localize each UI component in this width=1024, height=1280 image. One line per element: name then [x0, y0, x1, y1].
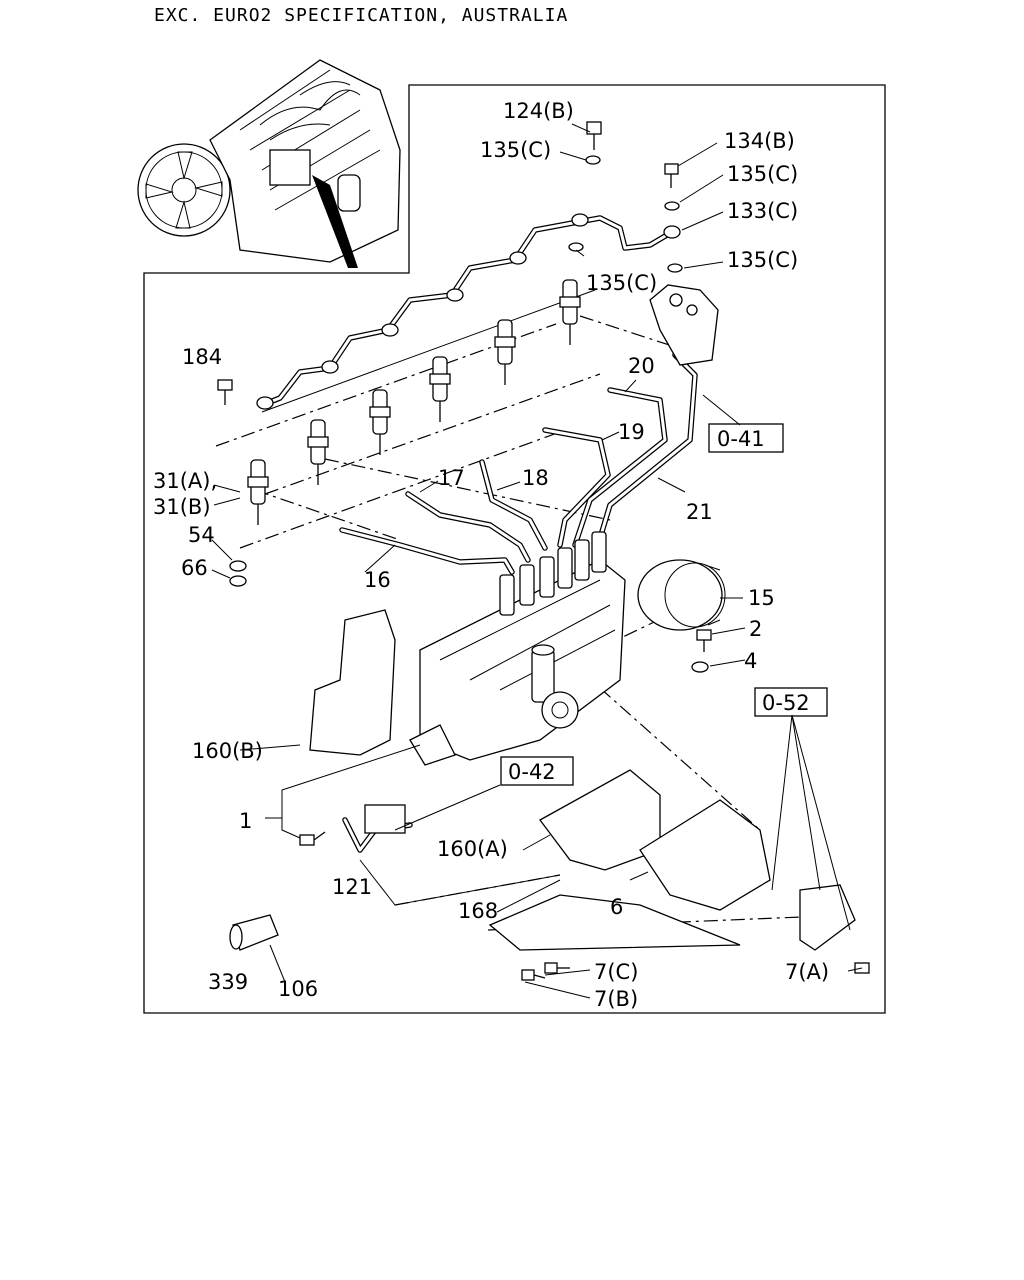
- svg-text:0-52: 0-52: [762, 691, 810, 715]
- label-21: 21: [686, 500, 713, 524]
- bolt-134b: [664, 163, 679, 188]
- label-4: 4: [744, 649, 757, 673]
- injection-pump: [409, 531, 626, 766]
- diagram-frame: [143, 84, 886, 1014]
- label-17: 17: [438, 466, 465, 490]
- label-184: 184: [182, 345, 222, 369]
- bolt-7b: [521, 969, 546, 981]
- part-labels: 124(B) 135(C) 134(B) 135(C) 133(C) 135(C…: [153, 99, 829, 1011]
- ref-box-0-52: 0-52: [754, 687, 828, 717]
- label-160a: 160(A): [437, 837, 508, 861]
- washer-135c-2: [664, 201, 680, 211]
- washer-66: [229, 575, 247, 587]
- svg-text:0-42: 0-42: [508, 760, 556, 784]
- label-168: 168: [458, 899, 498, 923]
- label-31b: 31(B): [153, 495, 211, 519]
- bracket-6: [639, 799, 771, 911]
- bracket-168: [488, 894, 741, 951]
- pointer-arrow: [312, 175, 358, 268]
- bolt-184: [217, 379, 233, 405]
- engine-overview-inset: [137, 59, 401, 268]
- label-339: 339: [208, 970, 248, 994]
- cover-160b: [309, 609, 396, 756]
- label-15: 15: [748, 586, 775, 610]
- label-1: 1: [239, 809, 252, 833]
- sleeve-339: [229, 914, 279, 951]
- svg-text:0-41: 0-41: [717, 427, 765, 451]
- ref-box-0-42: 0-42: [500, 756, 574, 786]
- label-31a: 31(A),: [153, 469, 217, 493]
- label-2: 2: [749, 617, 762, 641]
- label-135c-3: 135(C): [727, 248, 798, 272]
- washer-135c-4: [568, 242, 584, 252]
- label-16: 16: [364, 568, 391, 592]
- label-124b: 124(B): [503, 99, 574, 123]
- bolt-7c: [544, 962, 570, 974]
- label-20: 20: [628, 354, 655, 378]
- label-133c: 133(C): [727, 199, 798, 223]
- label-18: 18: [522, 466, 549, 490]
- label-106: 106: [278, 977, 318, 1001]
- bolt-2: [696, 629, 712, 652]
- bolt-124b: [586, 121, 602, 150]
- bolt-1: [299, 831, 326, 846]
- label-160b: 160(B): [192, 739, 263, 763]
- label-7c: 7(C): [594, 960, 638, 984]
- injection-pipes: [339, 352, 698, 575]
- label-7b: 7(B): [594, 987, 638, 1011]
- washer-135c-1: [585, 155, 601, 165]
- leader-lines: [211, 123, 863, 999]
- washer-4: [691, 661, 709, 673]
- label-54: 54: [188, 523, 215, 547]
- washer-54: [229, 560, 247, 572]
- label-135c-1: 135(C): [480, 138, 551, 162]
- label-121: 121: [332, 875, 372, 899]
- washer-135c-3: [667, 263, 683, 273]
- page-title: EXC. EURO2 SPECIFICATION, AUSTRALIA: [154, 5, 568, 26]
- fuel-filter-head: [649, 284, 719, 366]
- label-134b: 134(B): [724, 129, 795, 153]
- label-7a: 7(A): [785, 960, 829, 984]
- timer: [637, 559, 726, 631]
- bracket-7a: [799, 884, 856, 951]
- label-19: 19: [618, 420, 645, 444]
- injector-nozzles: [247, 279, 581, 525]
- label-66: 66: [181, 556, 208, 580]
- label-6: 6: [610, 895, 623, 919]
- leak-off-rail: [256, 213, 681, 413]
- label-135c-4: 135(C): [586, 271, 657, 295]
- ref-box-0-41: 0-41: [708, 423, 784, 453]
- label-135c-2: 135(C): [727, 162, 798, 186]
